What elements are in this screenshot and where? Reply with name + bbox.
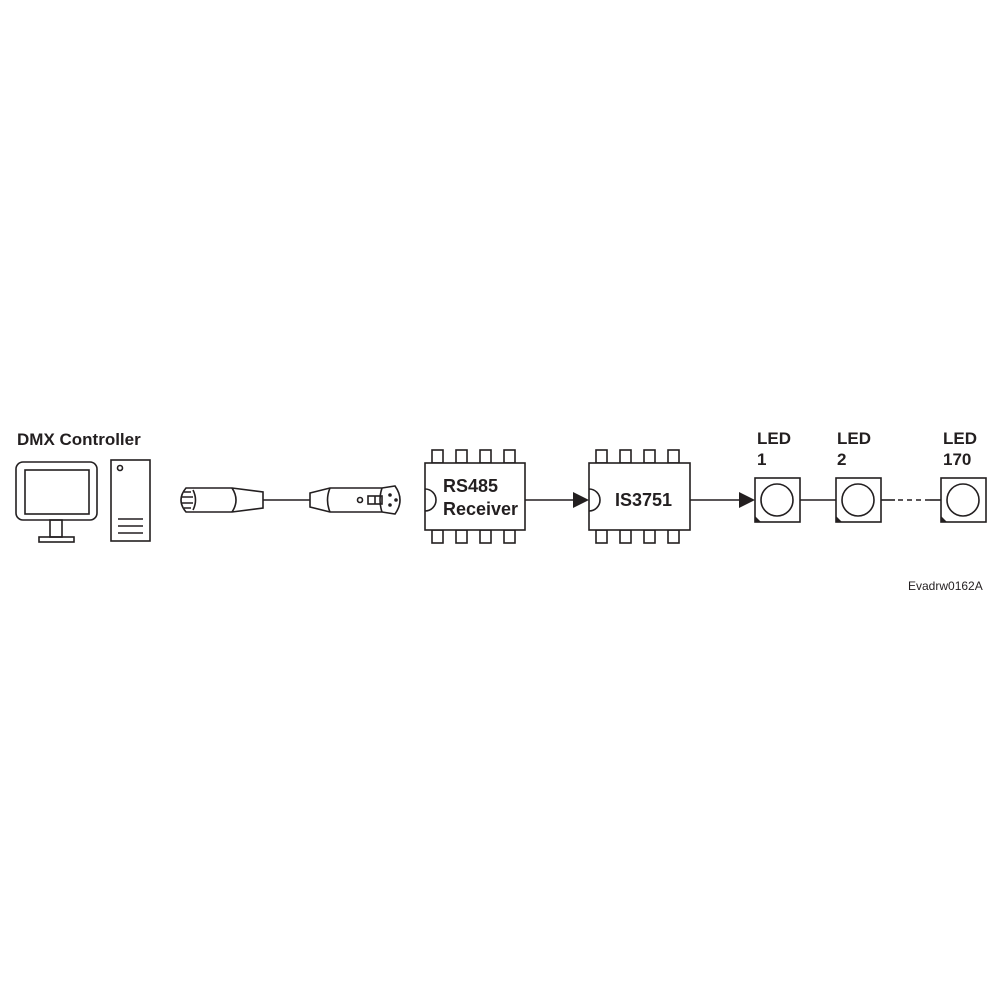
controller-label: DMX Controller	[17, 430, 141, 449]
monitor-icon	[15, 461, 98, 543]
drawing-reference: Evadrw0162A	[908, 579, 983, 593]
chip-label-line2: Receiver	[443, 499, 518, 519]
chip-label-line1: RS485	[443, 476, 498, 496]
led-1: LED 1	[754, 429, 801, 523]
pc-tower-icon	[110, 459, 151, 542]
xlr-cable-icon	[180, 485, 401, 515]
rs485-receiver-chip: RS485 Receiver	[424, 449, 526, 544]
led-number: 170	[943, 450, 971, 469]
led-170: LED 170	[940, 429, 987, 523]
arrow-icon	[573, 492, 589, 508]
led-label: LED	[943, 429, 977, 448]
led-2: LED 2	[835, 429, 882, 523]
led-label: LED	[837, 429, 871, 448]
led-number: 2	[837, 450, 846, 469]
is3751-chip: IS3751	[588, 449, 691, 544]
led-label: LED	[757, 429, 791, 448]
led-number: 1	[757, 450, 766, 469]
chip-label: IS3751	[615, 490, 672, 510]
arrow-icon	[739, 492, 755, 508]
